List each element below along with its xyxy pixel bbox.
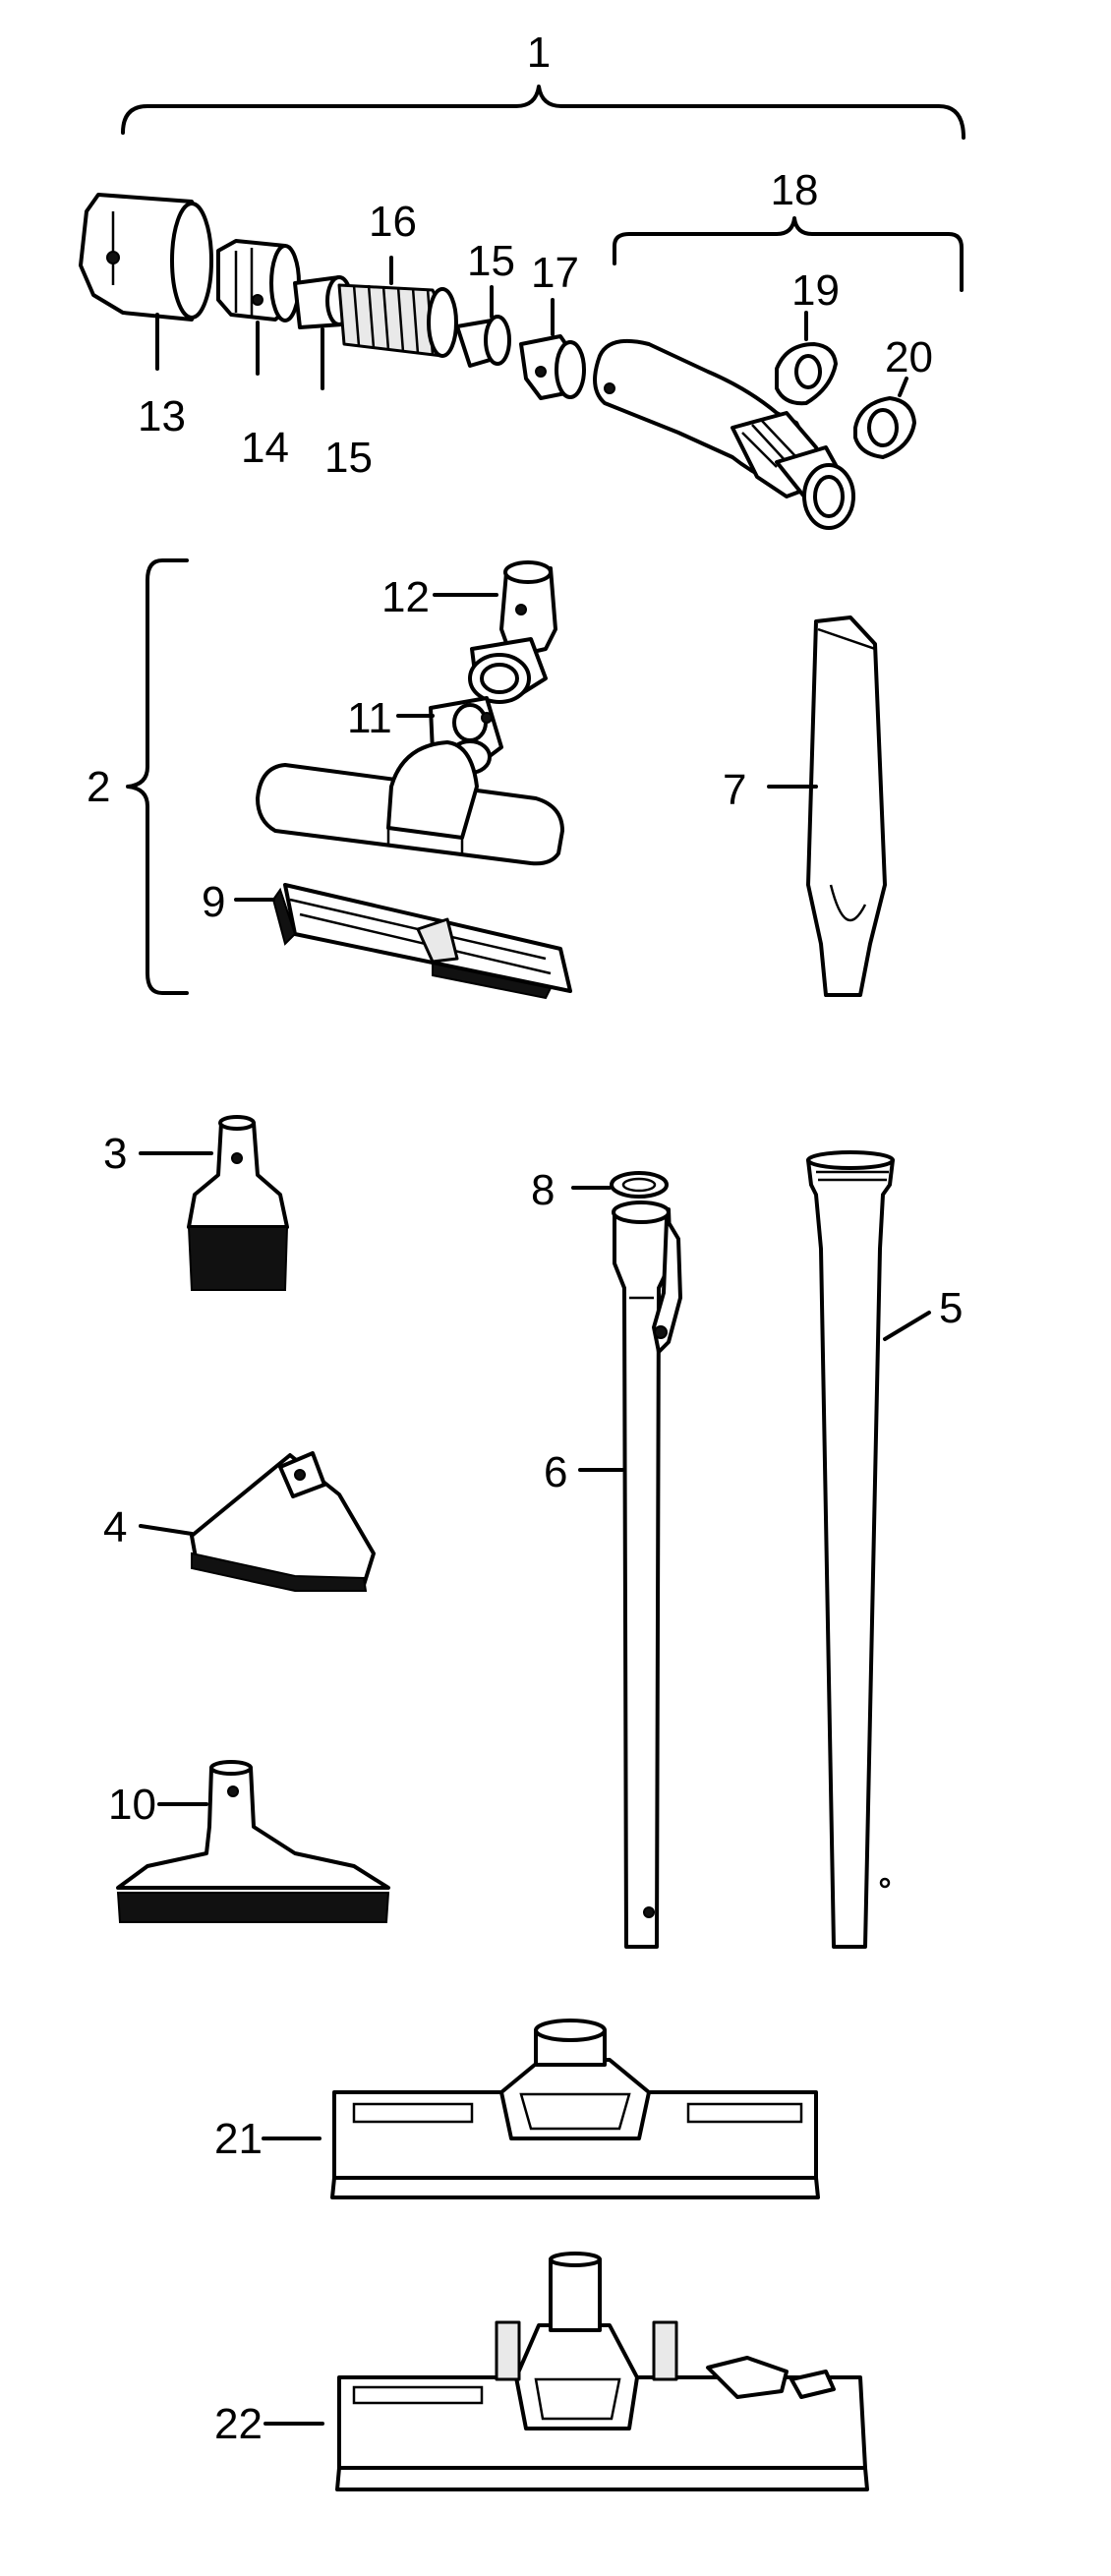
part-4-upholstery-tool — [139, 1451, 376, 1592]
label-4: 4 — [103, 1503, 127, 1551]
label-14: 14 — [241, 424, 289, 472]
part-3-dusting-brush — [139, 1115, 289, 1291]
part-12-elbow — [433, 560, 557, 704]
label-17: 17 — [531, 249, 579, 297]
part-16-hose — [337, 256, 458, 358]
part-8-washer — [571, 1171, 669, 1199]
part-19-clip — [775, 311, 838, 406]
part-18-handle — [593, 339, 855, 530]
part-21-floor-tool — [262, 2019, 820, 2199]
label-5: 5 — [939, 1284, 963, 1332]
label-11: 11 — [347, 694, 392, 742]
part-7-crevice-tool — [767, 615, 887, 997]
part-6-wand-latch — [578, 1200, 682, 1949]
part-10-shelf-brush — [116, 1760, 390, 1923]
label-16: 16 — [369, 198, 417, 246]
label-3: 3 — [103, 1130, 127, 1178]
part-22-floor-tool — [263, 2252, 869, 2491]
part-5-wand — [806, 1150, 931, 1949]
part-20-ring-clip — [853, 377, 916, 459]
label-10: 10 — [108, 1781, 156, 1829]
label-20: 20 — [885, 333, 933, 381]
part-15-ring-right — [455, 285, 511, 368]
bracket-1 — [121, 85, 965, 140]
part-9-brush-strip — [234, 883, 572, 1000]
label-13: 13 — [138, 392, 186, 440]
label-12: 12 — [381, 573, 430, 621]
label-6: 6 — [544, 1448, 567, 1496]
part-17-coupling — [519, 298, 586, 400]
label-18: 18 — [771, 166, 819, 214]
bracket-18 — [613, 216, 964, 292]
label-22: 22 — [214, 2400, 263, 2448]
label-19: 19 — [791, 266, 840, 315]
floor-nozzle-body — [256, 740, 564, 866]
label-15-left: 15 — [324, 434, 373, 482]
label-21: 21 — [214, 2115, 263, 2163]
part-13-hose-cuff — [79, 193, 213, 371]
label-7: 7 — [723, 766, 746, 814]
label-8: 8 — [531, 1166, 555, 1214]
label-15-right: 15 — [467, 237, 515, 285]
part-14-swivel — [216, 239, 301, 376]
label-2: 2 — [87, 763, 110, 811]
bracket-2 — [126, 558, 189, 995]
label-9: 9 — [202, 878, 225, 926]
label-1: 1 — [527, 29, 551, 77]
